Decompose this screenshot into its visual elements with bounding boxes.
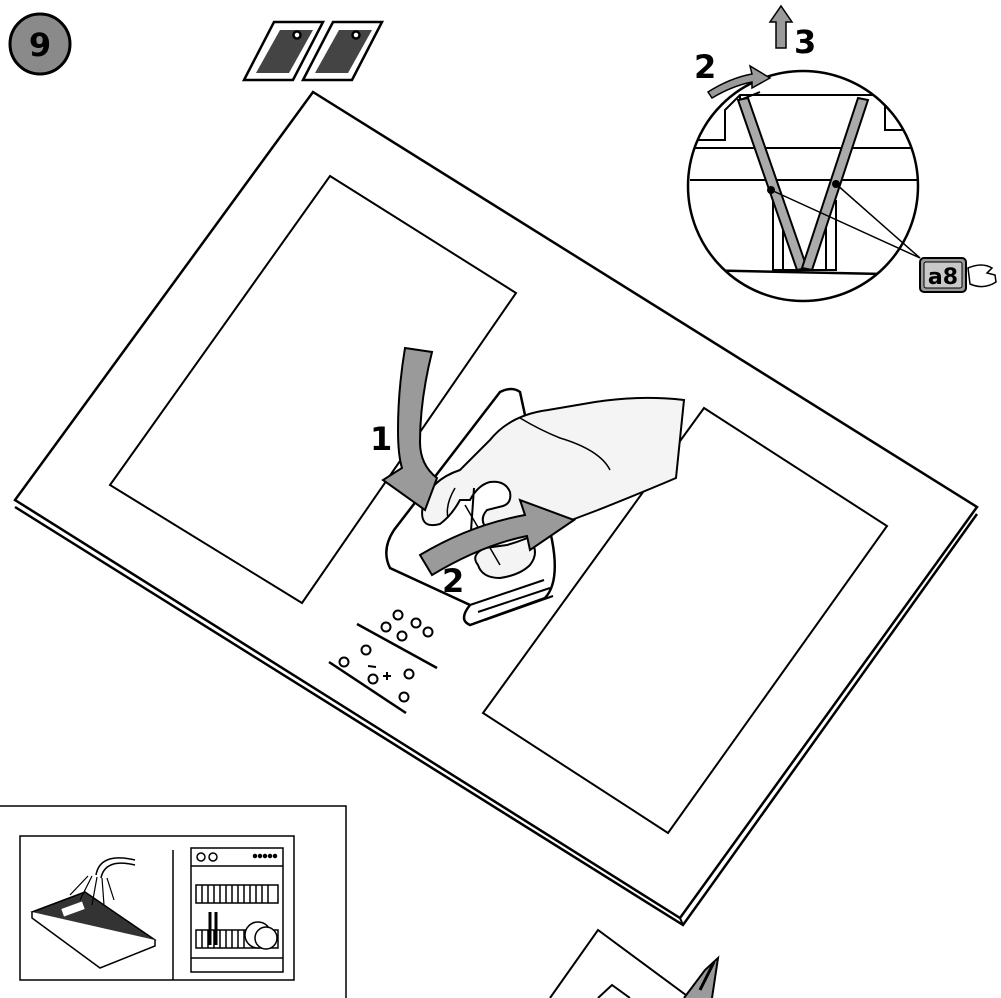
- hand-icon: [421, 396, 686, 580]
- left-cooking-zone: [108, 174, 518, 605]
- detail-step-label-2: 2: [694, 48, 716, 86]
- tool-code: a8: [928, 265, 958, 290]
- press-down-arrow-icon: [381, 346, 439, 512]
- tool-badge: a8: [919, 257, 997, 293]
- step-label-3: 3: [794, 23, 816, 61]
- grease-filters-icon: [241, 20, 385, 82]
- cleaning-inset: [0, 805, 347, 998]
- step-label-2: 2: [442, 562, 464, 600]
- hand-wash-filter-icon: [30, 857, 157, 969]
- detail-zoom-circle: [686, 69, 921, 303]
- rotate-small-arrow-icon: [706, 64, 772, 100]
- control-panel: [328, 609, 438, 715]
- right-cooking-zone: [481, 406, 889, 835]
- dishwasher-icon: [190, 847, 284, 973]
- rotate-arrow-icon: [418, 498, 577, 577]
- lift-up-arrow-icon: [768, 4, 794, 49]
- wrench-icon: [967, 264, 997, 288]
- step-badge: 9: [8, 12, 72, 76]
- step-label-1: 1: [370, 420, 392, 458]
- step-number: 9: [29, 26, 51, 64]
- next-step-partial: [549, 928, 720, 998]
